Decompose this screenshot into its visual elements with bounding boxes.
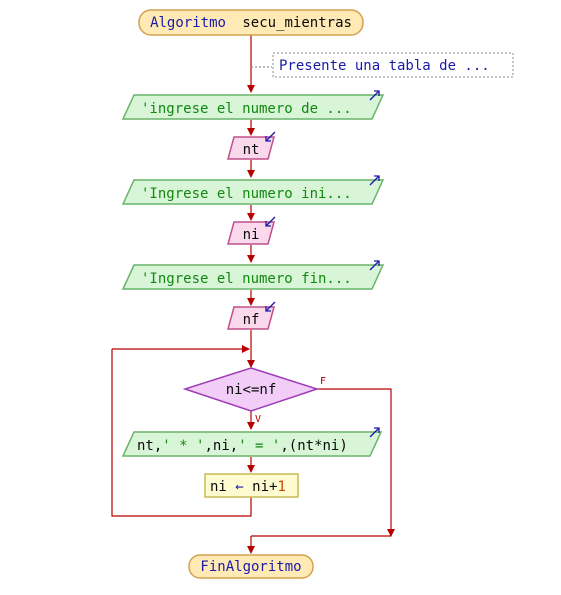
output-step-1-text: 'ingrese el numero de ...: [141, 101, 352, 117]
input-arrow-icon: [265, 216, 276, 227]
comment-box[interactable]: Presente una tabla de ...: [272, 52, 514, 78]
false-branch-label: F: [320, 376, 326, 387]
start-terminal[interactable]: Algoritmo secu_mientras: [138, 9, 364, 36]
assignment-step[interactable]: ni ← ni+1: [204, 473, 299, 498]
start-keyword: Algoritmo: [150, 15, 226, 31]
end-label: FinAlgoritmo: [200, 559, 301, 575]
output-arrow-icon: [369, 90, 380, 101]
flow-lines: [111, 35, 395, 554]
input-arrow-icon: [265, 131, 276, 142]
output-arrow-icon: [369, 427, 380, 438]
loop-back-line: [111, 349, 252, 517]
comment-text: Presente una tabla de ...: [279, 58, 490, 74]
input-step-1-var: nt: [243, 142, 260, 158]
end-terminal[interactable]: FinAlgoritmo: [188, 554, 314, 579]
true-branch-label: V: [255, 414, 261, 425]
input-arrow-icon: [265, 301, 276, 312]
assignment-text: ni ← ni+1: [210, 479, 286, 495]
output-step-3[interactable]: 'Ingrese el numero fin...: [121, 260, 385, 290]
input-step-3[interactable]: nf: [227, 301, 276, 330]
output-step-3-text: 'Ingrese el numero fin...: [141, 271, 352, 287]
input-step-2[interactable]: ni: [227, 216, 276, 245]
output-step-1[interactable]: 'ingrese el numero de ...: [121, 90, 385, 120]
input-step-2-var: ni: [243, 227, 260, 243]
loop-output-text: nt,' * ',ni,' = ',(nt*ni): [137, 438, 348, 454]
input-step-1[interactable]: nt: [227, 131, 276, 160]
loop-output-step[interactable]: nt,' * ',ni,' = ',(nt*ni): [121, 427, 383, 457]
output-arrow-icon: [369, 175, 380, 186]
condition-text: ni<=nf: [226, 382, 277, 398]
false-branch-line: [317, 388, 395, 537]
algorithm-name: secu_mientras: [242, 15, 352, 31]
output-step-2[interactable]: 'Ingrese el numero ini...: [121, 175, 385, 205]
loop-condition-decision[interactable]: ni<=nf: [182, 367, 320, 412]
svg-text:Algoritmo secu_mientras: Algoritmo secu_mientras: [150, 15, 352, 31]
output-step-2-text: 'Ingrese el numero ini...: [141, 186, 352, 202]
input-step-3-var: nf: [243, 312, 260, 328]
output-arrow-icon: [369, 260, 380, 271]
